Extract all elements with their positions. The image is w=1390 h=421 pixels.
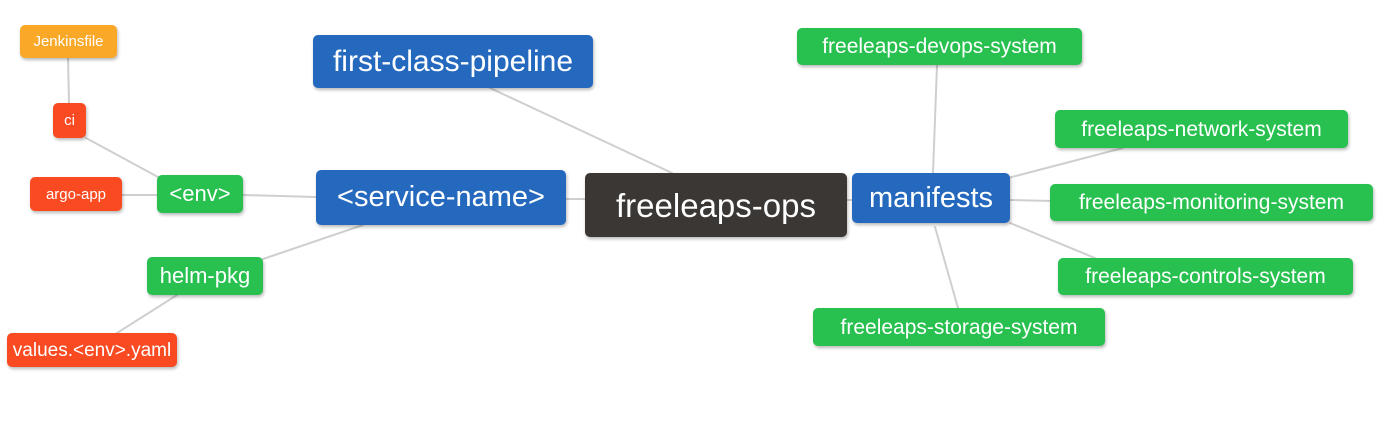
- edge-first-class-pipeline-to-freeleaps-ops: [489, 87, 673, 174]
- edge-jenkinsfile-to-ci: [67, 56, 70, 104]
- edge-manifests-to-freeleaps-network-system: [1007, 147, 1124, 179]
- node-label: Jenkinsfile: [33, 33, 104, 50]
- node-label: <env>: [169, 181, 231, 206]
- node-env[interactable]: <env>: [157, 175, 243, 213]
- edge-manifests-to-freeleaps-devops-system: [932, 64, 938, 174]
- node-ci[interactable]: ci: [53, 103, 86, 138]
- node-argo-app[interactable]: argo-app: [30, 177, 122, 211]
- node-label: freeleaps-storage-system: [840, 315, 1078, 339]
- node-manifests[interactable]: manifests: [852, 173, 1010, 223]
- node-label: freeleaps-network-system: [1081, 117, 1322, 141]
- node-label: values.<env>.yaml: [12, 339, 172, 361]
- node-label: <service-name>: [337, 181, 545, 213]
- node-service-name[interactable]: <service-name>: [316, 170, 566, 225]
- node-helm-pkg[interactable]: helm-pkg: [147, 257, 263, 295]
- node-label: freeleaps-devops-system: [822, 35, 1057, 58]
- edge-manifests-to-freeleaps-storage-system: [934, 226, 959, 309]
- node-freeleaps-monitoring-system[interactable]: freeleaps-monitoring-system: [1050, 184, 1373, 221]
- node-label: freeleaps-controls-system: [1085, 265, 1326, 288]
- node-freeleaps-network-system[interactable]: freeleaps-network-system: [1055, 110, 1348, 148]
- node-label: argo-app: [45, 185, 107, 203]
- node-label: helm-pkg: [159, 263, 251, 288]
- edge-manifests-to-freeleaps-monitoring-system: [1009, 199, 1053, 202]
- edge-helm-pkg-to-service-name: [262, 224, 364, 260]
- node-label: manifests: [868, 181, 994, 214]
- node-jenkinsfile[interactable]: Jenkinsfile: [20, 25, 117, 58]
- node-first-class-pipeline[interactable]: first-class-pipeline: [313, 35, 593, 88]
- node-freeleaps-storage-system[interactable]: freeleaps-storage-system: [813, 308, 1105, 346]
- edge-env-to-service-name: [242, 194, 317, 198]
- node-values-env-yaml[interactable]: values.<env>.yaml: [7, 333, 177, 367]
- node-freeleaps-devops-system[interactable]: freeleaps-devops-system: [797, 28, 1082, 65]
- edge-values-env-yaml-to-helm-pkg: [116, 294, 178, 334]
- edge-ci-to-env: [85, 137, 159, 178]
- node-freeleaps-controls-system[interactable]: freeleaps-controls-system: [1058, 258, 1353, 295]
- node-label: freeleaps-monitoring-system: [1079, 191, 1344, 214]
- node-label: ci: [64, 112, 75, 129]
- node-freeleaps-ops[interactable]: freeleaps-ops: [585, 173, 847, 237]
- edge-manifests-to-freeleaps-controls-system: [1009, 222, 1096, 259]
- node-label: first-class-pipeline: [332, 44, 574, 78]
- node-label: freeleaps-ops: [616, 186, 816, 224]
